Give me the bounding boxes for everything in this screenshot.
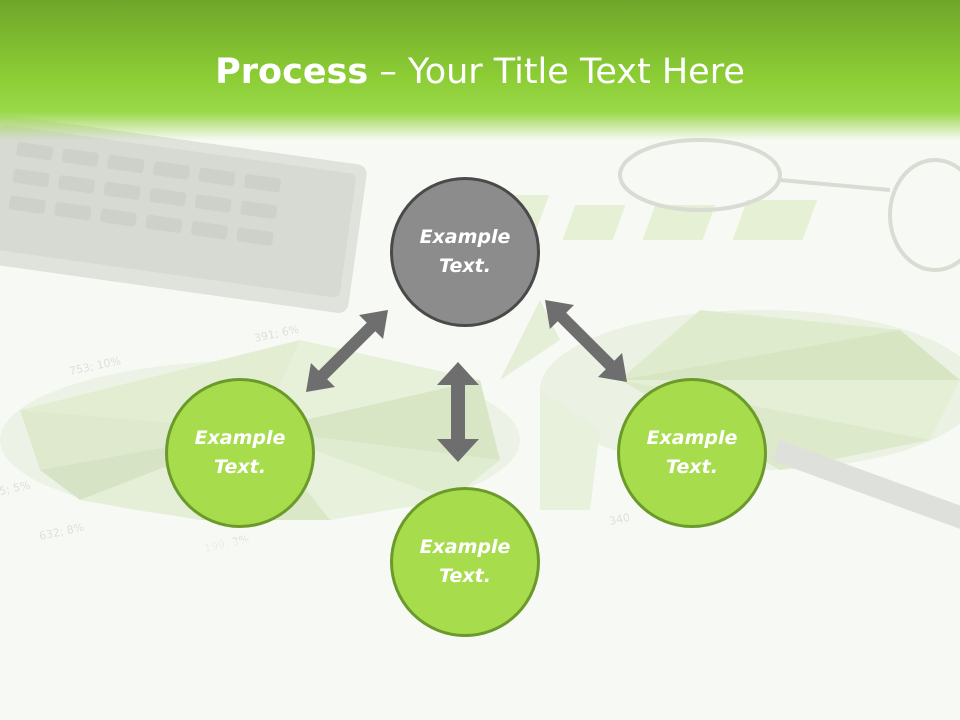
process-node-right: Example Text. bbox=[617, 378, 767, 528]
process-node-left: Example Text. bbox=[165, 378, 315, 528]
process-node-top-text: Example Text. bbox=[419, 226, 511, 277]
process-node-bottom-text: Example Text. bbox=[419, 536, 511, 587]
slide-title: Process – Your Title Text Here bbox=[0, 52, 960, 92]
slide-title-bold: Process bbox=[215, 52, 369, 92]
process-node-left-text: Example Text. bbox=[194, 427, 286, 478]
process-node-top: Example Text. bbox=[390, 177, 540, 327]
glasses-graphic bbox=[618, 138, 960, 272]
title-bar bbox=[0, 0, 960, 140]
process-node-bottom: Example Text. bbox=[390, 487, 540, 637]
slide-title-rest: – Your Title Text Here bbox=[368, 52, 745, 92]
svg-text:340: 340 bbox=[608, 511, 631, 528]
process-node-right-text: Example Text. bbox=[646, 427, 738, 478]
calculator-graphic bbox=[0, 114, 367, 313]
